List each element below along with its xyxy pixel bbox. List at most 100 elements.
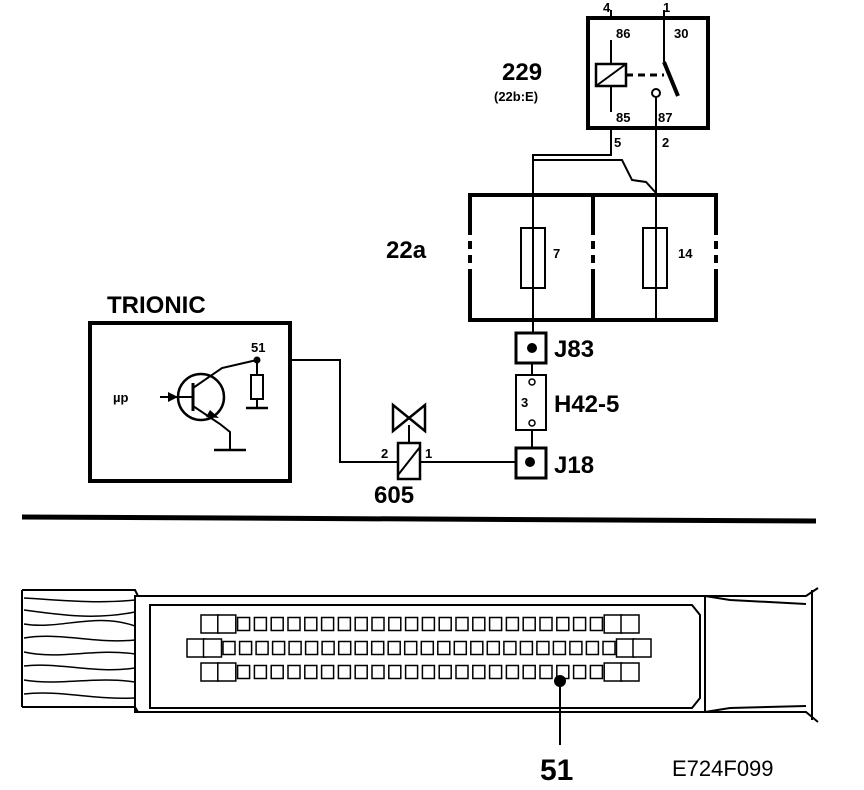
connector-pin: [236, 664, 251, 680]
connector-pin: [354, 664, 368, 680]
valve-id: 605: [374, 482, 414, 509]
valve-pin-right: 1: [425, 446, 432, 461]
relay-term-30: 30: [674, 26, 688, 41]
connector-pin: [438, 616, 452, 632]
connector-pin: [552, 640, 567, 656]
connector-pin: [589, 616, 604, 632]
connector-pin: [202, 638, 223, 658]
connector-h42-label: H42-5: [554, 391, 619, 418]
connector-pin: [337, 640, 352, 656]
connector-pin: [304, 640, 319, 656]
connector-pin: [503, 640, 517, 656]
fusebox-22a: 7 14 22a: [386, 193, 719, 322]
connector-j83-label: J83: [554, 336, 594, 363]
relay-pin-top-left: 4: [603, 0, 611, 15]
connector-pin: [420, 640, 435, 656]
connector-pin: [236, 616, 251, 632]
relay-contact-87: [651, 88, 661, 98]
ecu-connector-drawing: 51: [21, 587, 819, 787]
connector-pin: [238, 640, 253, 656]
connector-pin: [572, 616, 587, 632]
connector-pin: [321, 640, 335, 656]
connector-pin: [602, 640, 616, 656]
connector-pin: [288, 640, 302, 656]
relay-term-87: 87: [658, 110, 672, 125]
connector-j83-dot: [527, 343, 537, 353]
connector-pin: [403, 640, 418, 656]
connector-chain: J83 3 H42-5 J18: [514, 320, 619, 480]
connector-pin: [472, 616, 486, 632]
connector-j18-label: J18: [554, 452, 594, 479]
connector-pin: [470, 640, 484, 656]
ecu-pin-label: 51: [251, 340, 265, 355]
connector-pin: [253, 616, 268, 632]
figure-code: E724F099: [672, 756, 774, 781]
ecu-resistor: [250, 374, 264, 400]
wire-jumper: [533, 159, 657, 194]
connector-pin: [404, 616, 419, 632]
connector-j18-dot: [525, 457, 535, 467]
connector-pin: [421, 616, 436, 632]
valve-pin-left: 2: [381, 446, 388, 461]
connector-pin: [569, 640, 583, 656]
connector-pin: [505, 664, 520, 680]
connector-pin: [522, 616, 536, 632]
fuse-right-label: 14: [678, 246, 693, 261]
connector-pin: [371, 616, 385, 632]
connector-pin: [387, 640, 401, 656]
connector-pin: [320, 616, 335, 632]
ecu-trionic: TRIONIC 51 µp: [88, 292, 292, 483]
connector-pin: [505, 616, 520, 632]
connector-pin: [337, 616, 352, 632]
ecu-input-label: µp: [113, 390, 128, 405]
connector-pin: [615, 638, 636, 658]
fuse-left-label: 7: [553, 246, 560, 261]
connector-pin: [488, 664, 503, 680]
ecu-title: TRIONIC: [107, 292, 206, 319]
section-divider: [21, 514, 817, 524]
connector-pin: [217, 662, 237, 682]
connector-pin: [556, 616, 570, 632]
connector-pin: [421, 664, 436, 680]
connector-pin: [287, 664, 301, 680]
connector-pin: [304, 616, 318, 632]
relay-to-fusebox-wires: [532, 128, 657, 228]
connector-pin: [486, 640, 501, 656]
connector-pin: [270, 664, 284, 680]
connector-pin: [488, 616, 503, 632]
connector-pin: [603, 662, 623, 682]
connector-pin: [589, 664, 604, 680]
connector-pin: [388, 664, 402, 680]
wire-harness: [23, 597, 136, 700]
connector-pin: [632, 638, 652, 658]
relay-switch: [662, 61, 680, 97]
connector-pin: [287, 616, 301, 632]
connector-pin: [253, 664, 268, 680]
connector-h42-pin: 3: [521, 395, 528, 410]
connector-pin: [620, 614, 640, 634]
connector-pin: [539, 616, 553, 632]
relay-coil-slash: [595, 63, 627, 87]
valve-605: 2 1 605: [374, 402, 516, 509]
connector-pin: [585, 640, 600, 656]
connector-pin: [371, 664, 385, 680]
relay-term-85: 85: [616, 110, 630, 125]
connector-pin: [572, 664, 587, 680]
connector-pin: [217, 614, 237, 634]
relay-229: 4 1 86 30 85 87 5 2 229 (22b:E): [494, 0, 710, 150]
wire-relay-85: [532, 128, 612, 228]
connector-pin: [455, 616, 469, 632]
connector-pin: [438, 664, 452, 680]
connector-pin: [404, 664, 419, 680]
connector-pin: [200, 614, 220, 634]
connector-pin-grid: [186, 614, 652, 682]
relay-id: 229: [502, 59, 542, 86]
connector-pin: [270, 616, 284, 632]
connector-pin: [354, 616, 368, 632]
connector-pin: [536, 640, 550, 656]
relay-ref: (22b:E): [494, 89, 538, 104]
connector-pin: [472, 664, 486, 680]
fusebox-id: 22a: [386, 237, 427, 264]
wire-valve-ecu: [264, 359, 398, 463]
